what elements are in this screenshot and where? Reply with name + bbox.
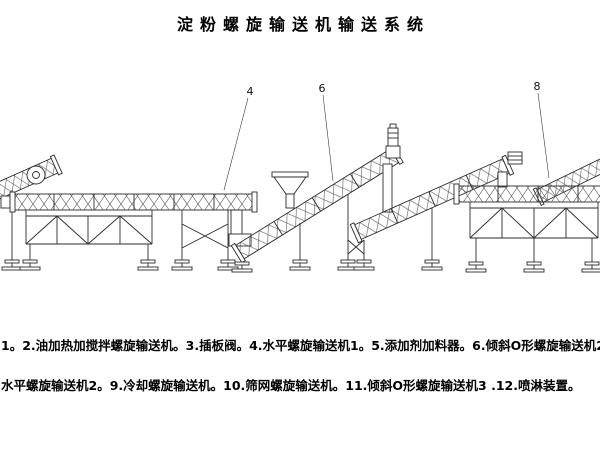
hopper-outlet (285, 193, 295, 209)
horizontal-screw-conveyor-2 (453, 183, 600, 205)
callout-8: 8 (534, 80, 541, 93)
callout-4: 4 (247, 85, 254, 98)
end-flange (453, 183, 460, 205)
callouts: 4 6 8 (223, 80, 550, 191)
conveyor-system-diagram: 4 6 8 (0, 80, 600, 273)
discharge-chute (497, 171, 508, 188)
legend-line-2: 水平螺旋输送机2。9.冷却螺旋输送机。10.筛网螺旋输送机。11.倾斜O形螺旋输… (1, 378, 581, 393)
hopper-funnel (273, 176, 307, 195)
end-flange (349, 222, 363, 244)
horizontal-screw-conveyor-1 (0, 191, 258, 237)
drive-motor (385, 123, 401, 159)
support-posts-1 (171, 210, 239, 271)
inclined-screw-conveyor-3 (337, 151, 523, 271)
inclined-screw-conveyor-2 (228, 123, 404, 273)
drive-motor (507, 151, 523, 165)
additive-feeder-hopper (271, 171, 309, 209)
end-flange (49, 154, 63, 176)
support-truss-1 (19, 210, 159, 271)
drive-motor (0, 195, 11, 209)
discharge-chute (230, 209, 243, 237)
end-flange (501, 154, 515, 176)
inclined-screw-conveyor-left (0, 154, 63, 271)
support-truss-2 (465, 202, 600, 273)
end-flange (251, 191, 258, 213)
legend: 1。2.油加热加搅拌螺旋输送机。3.插板阀。4.水平螺旋输送机1。5.添加剂加料… (0, 326, 600, 406)
conveyor-tube (457, 185, 600, 203)
callout-6: 6 (319, 82, 326, 95)
discharge-chute (382, 163, 393, 213)
drawing-title: 淀粉螺旋输送机输送系统 (176, 15, 430, 34)
legend-line-1: 1。2.油加热加搅拌螺旋输送机。3.插板阀。4.水平螺旋输送机1。5.添加剂加料… (1, 338, 600, 353)
hopper-rim (271, 171, 309, 178)
conveyor-tube (235, 148, 400, 260)
end-flange (230, 242, 246, 264)
end-flange (9, 191, 16, 213)
